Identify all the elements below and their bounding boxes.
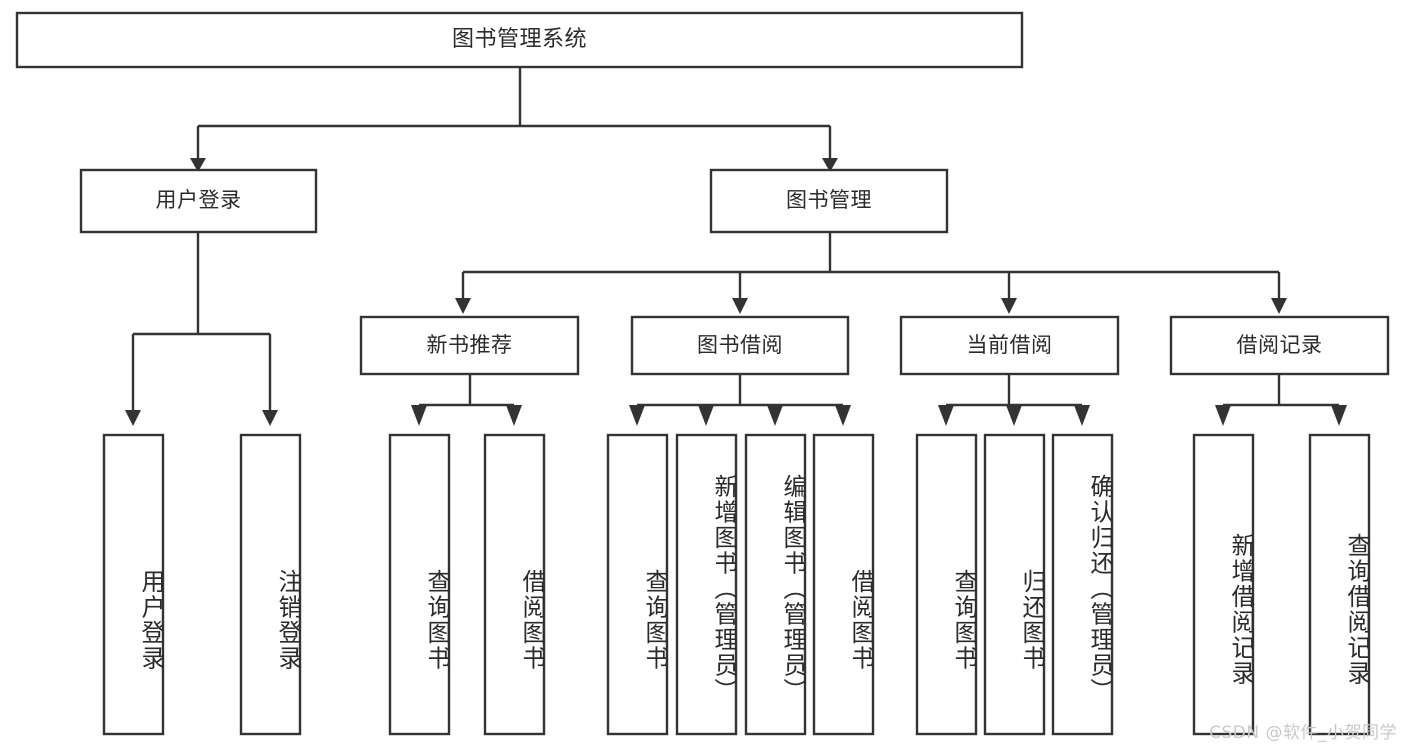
arrow-head-book-borrow bbox=[732, 298, 748, 314]
arrow-head-borrow-record bbox=[1271, 298, 1287, 314]
arrow-head-leaf-10 bbox=[1074, 405, 1090, 426]
node-box-root[interactable] bbox=[15, 11, 1024, 69]
node-box-leaf-2[interactable] bbox=[388, 433, 451, 736]
csdn-watermark: CSDN @软件_小贺同学 bbox=[1209, 723, 1397, 743]
node-box-leaf-12[interactable] bbox=[1308, 433, 1371, 736]
node-box-leaf-3[interactable] bbox=[483, 433, 546, 736]
node-box-leaf-7[interactable] bbox=[812, 433, 875, 736]
node-box-leaf-9[interactable] bbox=[983, 433, 1046, 736]
arrow-head-leaf-3 bbox=[506, 405, 522, 426]
connector-group-borrow-record bbox=[1215, 374, 1347, 426]
arrow-head-leaf-8 bbox=[938, 405, 954, 426]
connector-group-user-login bbox=[125, 232, 278, 426]
node-box-borrow-record[interactable] bbox=[1169, 315, 1390, 376]
node-box-leaf-1[interactable] bbox=[239, 433, 302, 736]
arrow-head-user-login bbox=[190, 158, 206, 172]
arrow-head-leaf-7 bbox=[835, 405, 851, 426]
arrow-head-new-book bbox=[455, 298, 471, 314]
arrow-head-leaf-6 bbox=[767, 405, 783, 426]
node-box-leaf-4[interactable] bbox=[606, 433, 669, 736]
node-box-current-borrow[interactable] bbox=[899, 315, 1120, 376]
arrow-head-leaf-12 bbox=[1331, 405, 1347, 426]
node-box-book-mgmt[interactable] bbox=[709, 168, 949, 234]
arrow-head-leaf-2 bbox=[411, 405, 427, 426]
node-box-new-book-recommend[interactable] bbox=[359, 315, 580, 376]
connector-group-current-borrow bbox=[938, 374, 1090, 426]
node-box-leaf-0[interactable] bbox=[102, 433, 165, 736]
node-box-book-borrow[interactable] bbox=[630, 315, 850, 376]
arrow-head-leaf-11 bbox=[1215, 405, 1231, 426]
node-box-leaf-10[interactable] bbox=[1051, 433, 1114, 736]
node-box-leaf-6[interactable] bbox=[744, 433, 807, 736]
arrow-head-book-mgmt bbox=[822, 158, 838, 172]
connector-group-root bbox=[190, 67, 838, 172]
node-box-leaf-5[interactable] bbox=[675, 433, 738, 736]
connector-group-new-book bbox=[411, 374, 522, 426]
node-box-user-login[interactable] bbox=[79, 168, 318, 234]
connector-group-book-borrow bbox=[629, 374, 851, 426]
arrow-head-current-borrow bbox=[1001, 298, 1017, 314]
arrow-head-leaf-4 bbox=[629, 405, 645, 426]
arrow-head-leaf-9 bbox=[1006, 405, 1022, 426]
node-box-leaf-11[interactable] bbox=[1192, 433, 1255, 736]
connector-group-book-mgmt bbox=[455, 232, 1287, 314]
arrow-head-leaf-1 bbox=[262, 410, 278, 426]
node-box-leaf-8[interactable] bbox=[915, 433, 978, 736]
arrow-head-leaf-0 bbox=[125, 410, 141, 426]
arrow-head-leaf-5 bbox=[698, 405, 714, 426]
